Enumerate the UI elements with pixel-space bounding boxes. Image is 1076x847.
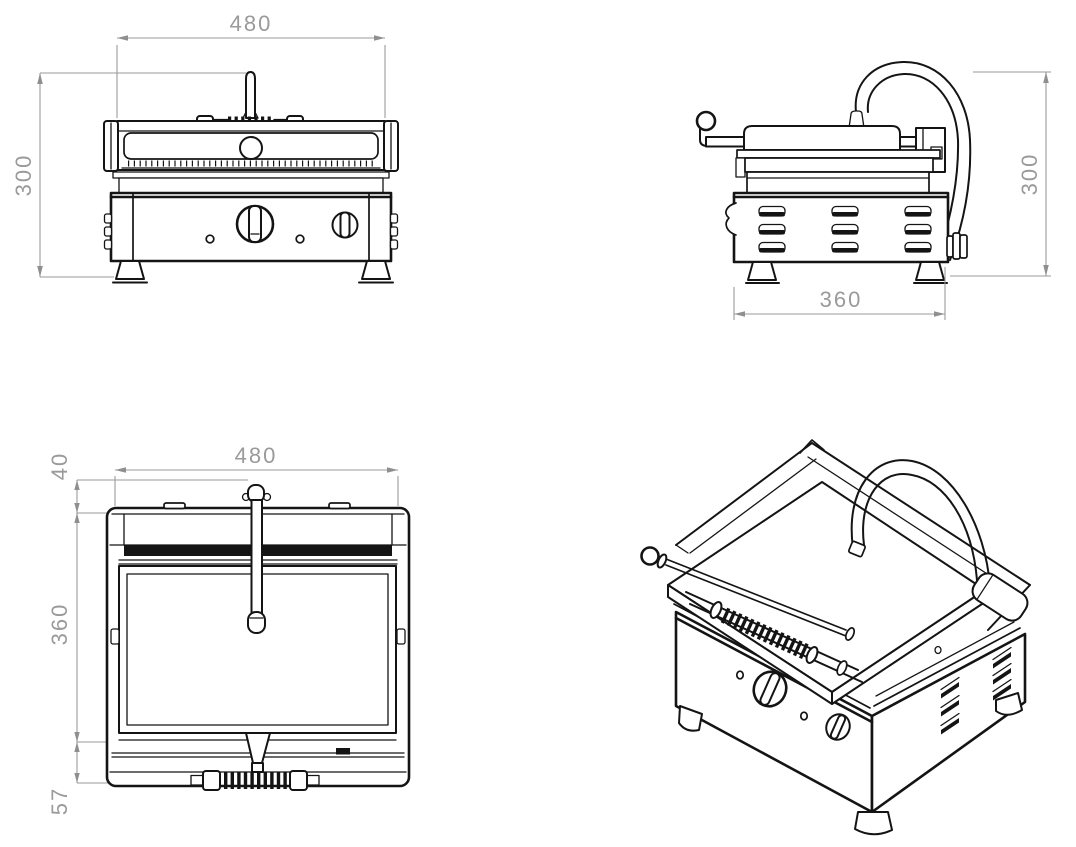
- iso-rivet: [934, 645, 942, 655]
- side-depth-dimension-label: 360: [820, 287, 863, 312]
- iso-grill-plate: [667, 481, 986, 705]
- iso-indicator-light-left: [735, 670, 745, 680]
- iso-indicator-light-right: [799, 711, 809, 721]
- side-height-dimension-label: 300: [1017, 153, 1042, 196]
- side-view: 360 300: [695, 60, 1051, 320]
- side-foot-left: [745, 261, 780, 284]
- front-indicator-light-left: [205, 234, 215, 244]
- side-base-body: [725, 191, 968, 264]
- front-foot-left: [112, 260, 148, 284]
- iso-timer-knob-small: [825, 713, 851, 741]
- side-vent-louvers: [758, 205, 932, 253]
- top-width-dimension-label: 480: [235, 443, 278, 468]
- front-height-dimension-label: 300: [11, 154, 36, 197]
- front-clamp-pin: [242, 71, 259, 119]
- top-hinge-tab-right: [328, 502, 351, 510]
- top-front-offset-dimension-label: 57: [47, 787, 72, 815]
- front-right-side-tabs: [389, 213, 399, 250]
- side-upper-plate: [743, 125, 901, 151]
- side-height-dimension: 300: [950, 71, 1051, 277]
- front-indicator-light-right: [295, 234, 305, 244]
- front-width-dimension: 480: [116, 11, 386, 118]
- front-lid-assembly: [103, 120, 399, 172]
- top-back-offset-dimension-label: 40: [47, 452, 72, 480]
- front-timer-knob-small: [331, 211, 359, 239]
- side-latch-clip: [725, 202, 737, 236]
- front-foot-right: [358, 260, 394, 284]
- iso-base-right-face: [870, 632, 1027, 814]
- iso-vent-louvers: [940, 646, 1012, 735]
- top-depth-dimension-label: 360: [47, 603, 72, 646]
- front-hinge-knob: [239, 136, 263, 160]
- isometric-view: [640, 439, 1031, 836]
- top-side-clip-left: [110, 628, 120, 645]
- top-hinge-tab-left: [163, 502, 186, 510]
- top-side-clip-right: [396, 628, 406, 645]
- iso-base-body: [674, 610, 1027, 814]
- iso-lid-corner-bracket: [971, 572, 1029, 622]
- top-clamp-rod: [241, 484, 272, 634]
- front-base-body: [103, 191, 399, 263]
- side-depth-dimension: 360: [733, 267, 946, 320]
- top-lock-block: [336, 748, 350, 755]
- iso-ball-handle: [640, 546, 856, 641]
- top-handle-bar: [190, 770, 320, 791]
- top-left-dimensions: 40 360 57: [47, 452, 248, 815]
- iso-feet: [678, 692, 1023, 836]
- front-height-dimension: 300: [11, 72, 246, 278]
- front-view: 480 300: [11, 11, 399, 284]
- front-thermostat-knob-large: [235, 204, 275, 244]
- top-width-dimension: 480: [114, 443, 399, 506]
- front-shoulder: [112, 171, 390, 194]
- side-foot-right: [913, 261, 948, 284]
- front-left-side-tabs: [103, 213, 113, 250]
- side-power-cable: [848, 60, 972, 261]
- iso-lid-flange: [799, 439, 825, 454]
- iso-hinge-bar: [685, 591, 863, 683]
- front-width-dimension-label: 480: [230, 11, 273, 36]
- side-plate-stack: [735, 149, 941, 194]
- side-cable-fitting: [848, 110, 865, 129]
- side-power-connector: [946, 232, 968, 260]
- top-view: 480 40 360 57: [47, 443, 411, 815]
- iso-power-cable: [848, 459, 991, 587]
- iso-thermostat-knob-large: [752, 670, 788, 708]
- iso-cable-fitting: [848, 540, 866, 558]
